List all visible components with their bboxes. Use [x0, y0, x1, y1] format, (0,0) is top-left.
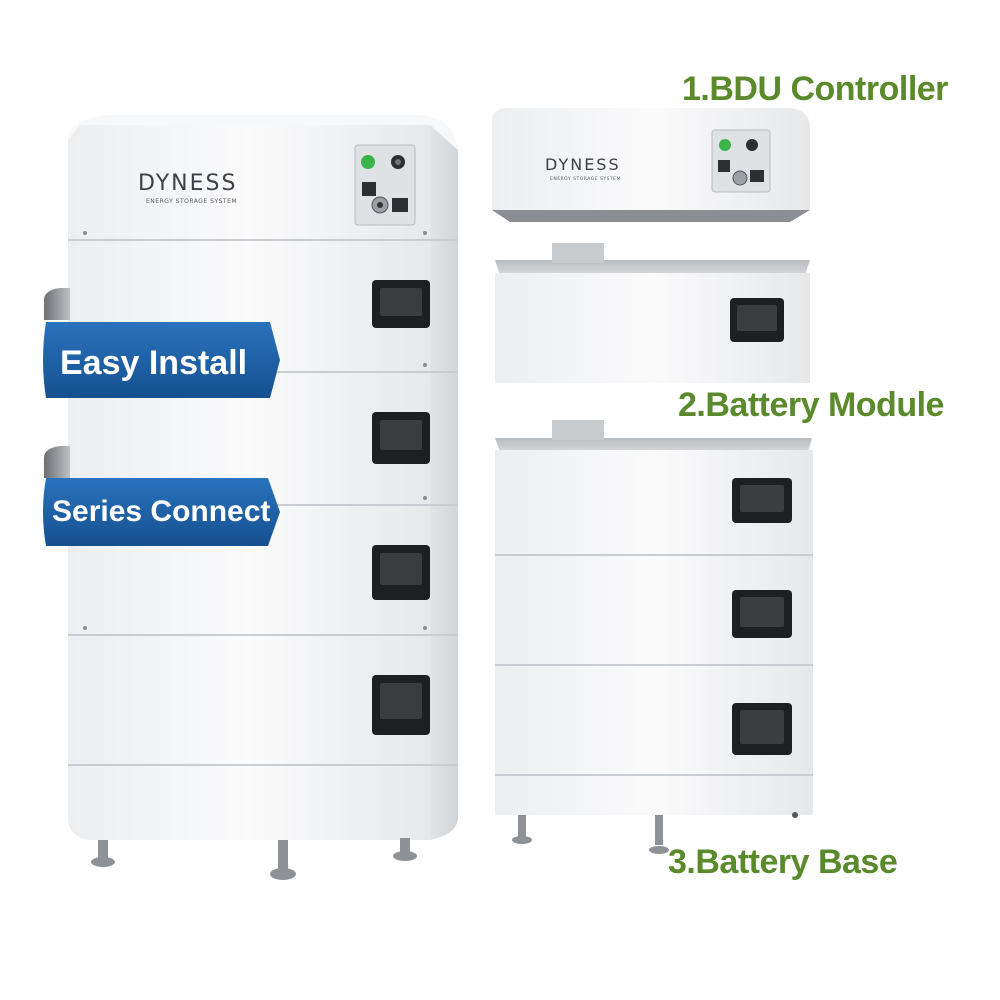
battery-module [495, 243, 810, 383]
callout-bdu-controller: 1.BDU Controller [682, 70, 948, 108]
module-handle [372, 675, 430, 735]
brand-logo: DYNESS [138, 171, 237, 196]
ribbon-easy-install: Easy Install [43, 288, 280, 398]
ribbon-series-connect: Series Connect [43, 446, 280, 546]
ribbon-label: Series Connect [52, 495, 270, 528]
brand-tagline: ENERGY STORAGE SYSTEM [550, 176, 621, 182]
module-handle [372, 545, 430, 600]
bdu-controller: DYNESS ENERGY STORAGE SYSTEM [492, 108, 810, 222]
control-panel [354, 144, 416, 226]
battery-base-stack [495, 420, 813, 854]
ribbon-label: Easy Install [60, 344, 247, 382]
module-handle [372, 412, 430, 464]
callout-battery-base: 3.Battery Base [668, 843, 898, 881]
callout-battery-module: 2.Battery Module [678, 386, 944, 424]
brand-logo: DYNESS [545, 155, 621, 174]
brand-tagline: ENERGY STORAGE SYSTEM [146, 198, 237, 205]
module-handle [372, 280, 430, 328]
